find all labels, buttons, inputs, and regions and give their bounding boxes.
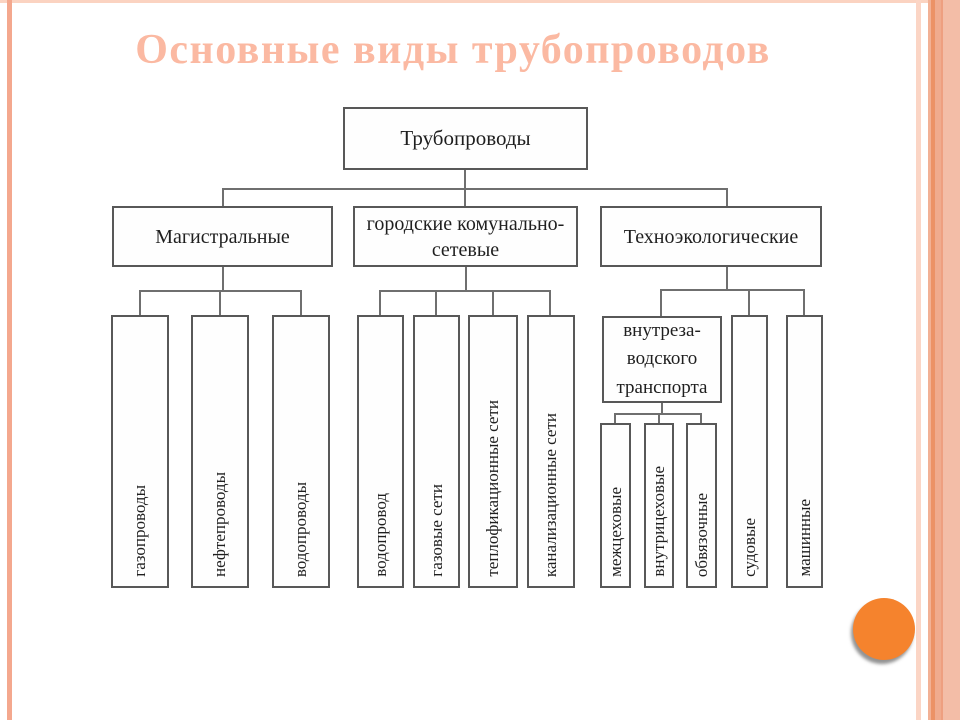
slide-title: Основные виды трубопроводов — [135, 27, 771, 73]
diagram-box-teplofikacionnye-seti: теплофикационные сети — [468, 315, 518, 588]
connector — [700, 413, 702, 423]
diagram-box-vodoprovody: водопроводы — [272, 315, 330, 588]
connector — [726, 188, 728, 206]
diagram-box-gazovye-seti: газовые сети — [413, 315, 460, 588]
connector — [139, 290, 141, 315]
top-border-line — [0, 0, 960, 3]
diagram-box-vnutricehovye: внутрицеховые — [644, 423, 674, 588]
diagram-box-obvyazochnye: обвязочные — [686, 423, 717, 588]
connector — [223, 188, 728, 190]
connector — [492, 290, 494, 315]
connector — [222, 188, 224, 206]
diagram-box-gazoprovody: газопроводы — [111, 315, 169, 588]
diagram-box-mashinnye: машинные — [786, 315, 823, 588]
connector — [219, 290, 221, 315]
diagram-box-vnutrezavodskogo-transporta: внутреза- водского транспорта — [602, 316, 722, 403]
connector — [465, 267, 467, 290]
connector — [379, 290, 381, 315]
diagram-box-nefteprovody: нефтепроводы — [191, 315, 249, 588]
diagram-box-gorodskie: городские комунально-сетевые — [353, 206, 578, 267]
connector — [726, 267, 728, 289]
connector — [748, 289, 750, 315]
diagram-box-magistralnye: Магистральные — [112, 206, 333, 267]
connector — [300, 290, 302, 315]
connector — [614, 413, 616, 423]
connector — [661, 403, 663, 413]
diagram-box-mezhcehovye: межцеховые — [600, 423, 631, 588]
connector — [658, 413, 660, 423]
diagram-box-kanalizacionnye-seti: канализационные сети — [527, 315, 575, 588]
connector — [803, 289, 805, 315]
connector — [379, 290, 551, 292]
right-accent-stripe-thin — [916, 0, 921, 720]
diagram-box-sudovye: судовые — [731, 315, 768, 588]
connector — [549, 290, 551, 315]
connector — [660, 289, 805, 291]
connector — [435, 290, 437, 315]
diagram-box-vodoprovod: водопровод — [357, 315, 404, 588]
diagram-box-tehnoekologicheskie: Техноэкологические — [600, 206, 822, 267]
left-accent-stripe — [7, 0, 12, 720]
right-accent-band — [928, 0, 960, 720]
orange-circle-decoration — [853, 598, 915, 660]
connector — [222, 267, 224, 290]
diagram-box-root: Трубопроводы — [343, 107, 588, 170]
connector — [660, 289, 662, 316]
